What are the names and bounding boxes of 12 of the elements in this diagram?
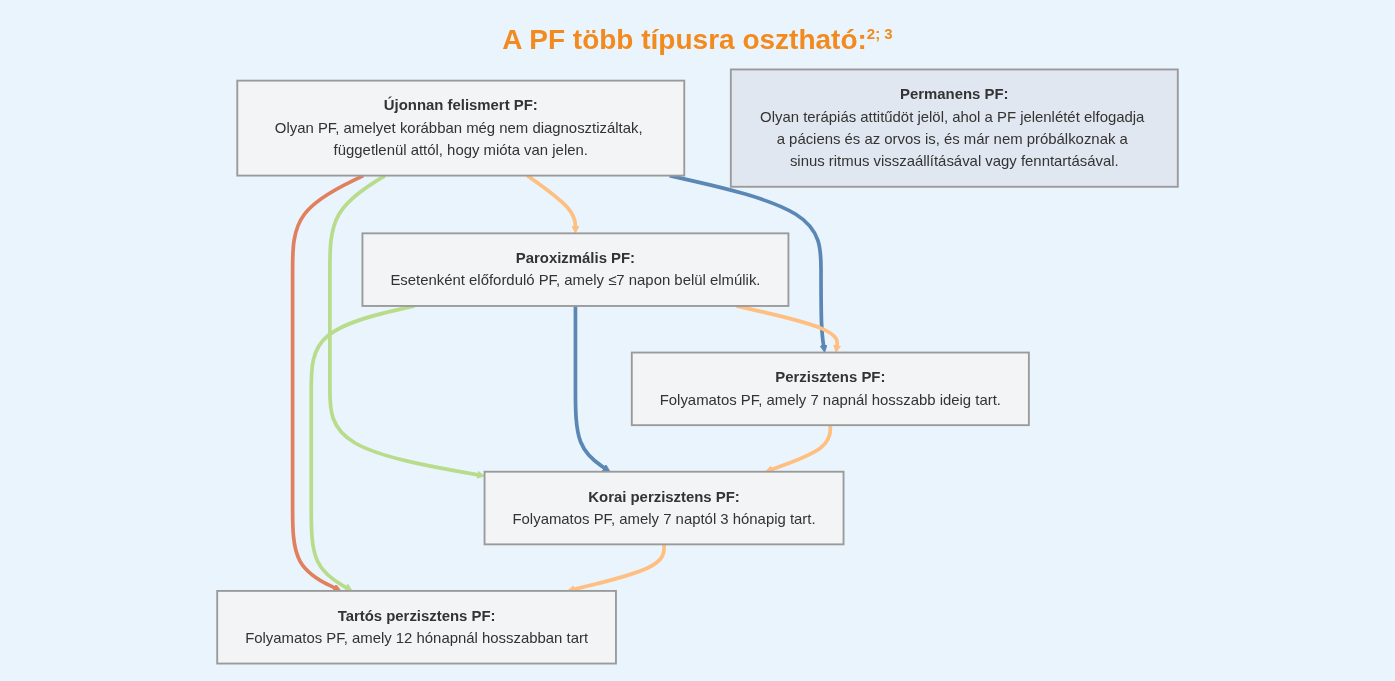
node-box: Permanens PF: Olyan terápiás attitűdöt jelöl, ahol a PF jelenlétét elfogadja a páciens és az orvos is, és már nem próbálkoznak a sinus ritmus visszaállításával vagy fenntartásával. xyxy=(729,68,1179,188)
arrow xyxy=(573,305,611,473)
arrow xyxy=(309,304,415,592)
title: A PF több típusra osztható:$^{2; 3}$ xyxy=(502,24,893,56)
arrow xyxy=(328,174,485,479)
node-box: Perzisztens PF: Folyamatos PF, amely 7 napnál hosszabb ideig tart. xyxy=(630,351,1030,427)
node-box: Tartós perzisztens PF: Folyamatos PF, amely 12 hónapnál hosszabban tart xyxy=(216,590,617,665)
node-box: Újonnan felismert PF: Olyan PF, amelyet korábban még nem diagnosztizáltak, függetlenül attól, hogy mióta van jelen. xyxy=(236,79,686,177)
node-box: Korai perzisztens PF: Folyamatos PF, amely 7 naptól 3 hónapig tart. xyxy=(483,470,845,546)
arrow xyxy=(736,304,842,353)
node-box: Paroxizmális PF: Esetenként előforduló PF, amely ≤7 napon belül elmúlik. xyxy=(361,232,790,307)
arrow xyxy=(526,174,580,234)
